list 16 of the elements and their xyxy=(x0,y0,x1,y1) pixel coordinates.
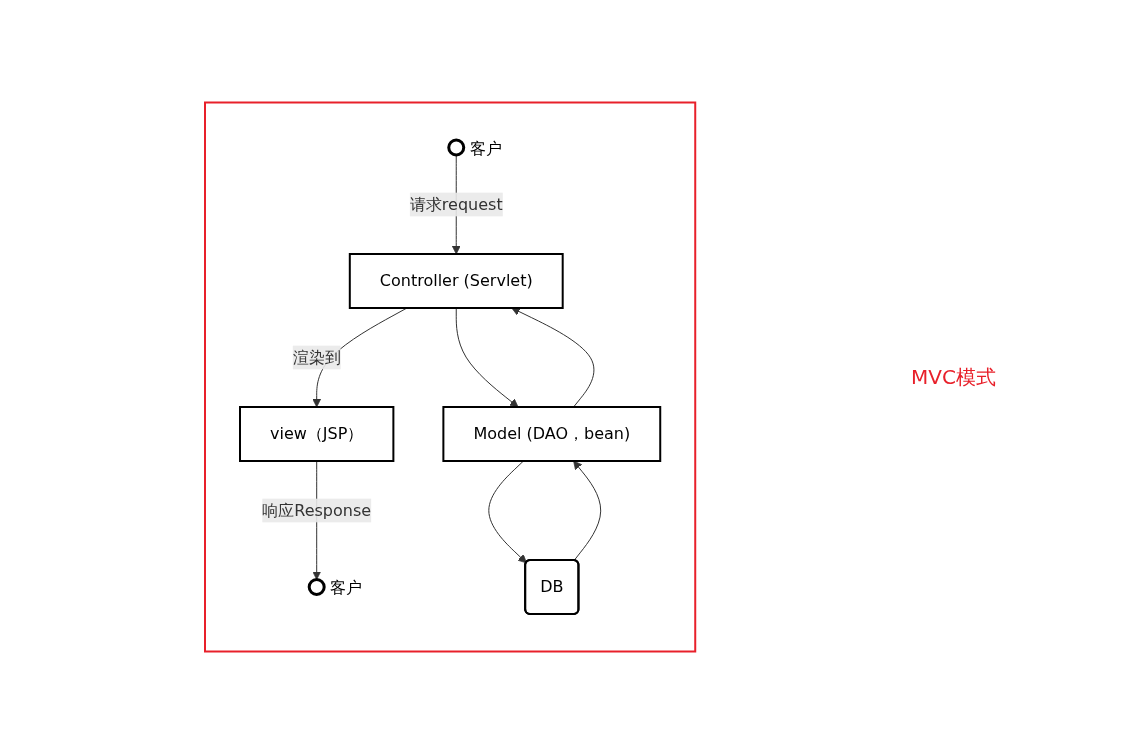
arrow xyxy=(573,460,602,561)
edge-label: 渲染到 xyxy=(293,347,342,367)
diagram-label: MVC模式 xyxy=(911,363,996,391)
edge-label: 响应Response xyxy=(262,500,372,520)
node-circle xyxy=(308,578,327,596)
node-box: Model (DAO，bean) xyxy=(442,406,662,462)
cluster xyxy=(204,101,697,653)
arrow xyxy=(511,307,595,408)
node-circle xyxy=(447,138,466,157)
node-box: view（JSP） xyxy=(239,406,395,462)
edge-label: 请求request xyxy=(410,194,504,214)
node-caption: 客户 xyxy=(330,578,363,597)
arrow xyxy=(488,460,528,564)
arrow xyxy=(456,307,519,408)
node-box: Controller (Servlet) xyxy=(349,253,565,309)
node-caption: 客户 xyxy=(470,138,503,158)
